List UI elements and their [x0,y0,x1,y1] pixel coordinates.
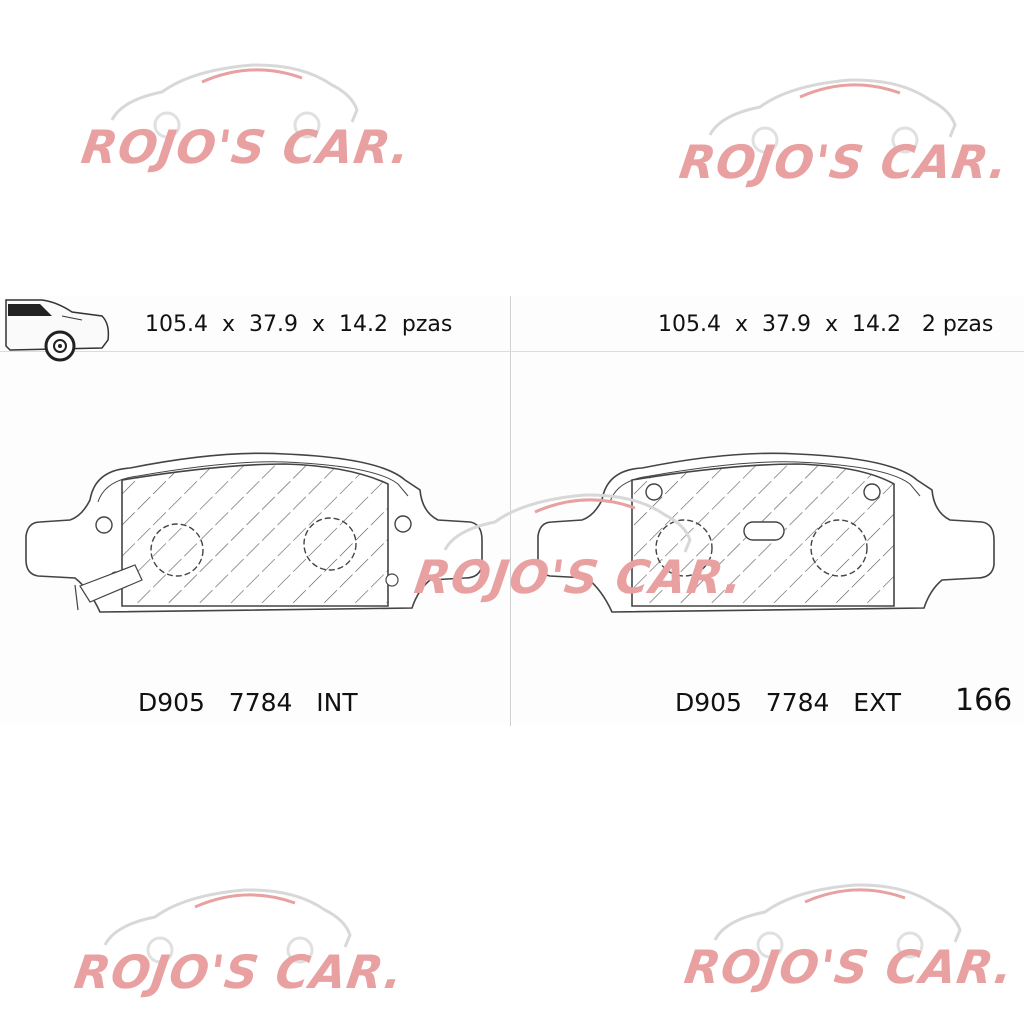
header-divider [0,351,1024,352]
watermark-logo: ROJO'S CAR. [411,480,747,620]
brake-pad-drawing-inner [25,452,483,613]
watermark-logo: ROJO'S CAR. [681,870,1017,1010]
brake-pad-drawing-outer [537,452,995,613]
watermark-text: ROJO'S CAR. [411,550,747,604]
car-silhouette-icon [713,883,962,959]
watermark-logo: ROJO'S CAR. [71,875,407,1015]
watermark-text: ROJO'S CAR. [71,945,407,999]
car-silhouette-icon [103,888,352,964]
car-silhouette-icon [110,63,359,139]
watermark-text: ROJO'S CAR. [676,135,1012,189]
car-silhouette-icon [443,493,692,553]
part-code-left: D905 7784 INT [138,688,358,717]
watermark-text: ROJO'S CAR. [681,940,1017,994]
page-number: 166 [955,683,1013,718]
pad-dimensions-left: 105.4 x 37.9 x 14.2 pzas [145,312,453,337]
car-silhouette-icon [708,78,957,154]
watermark-text: ROJO'S CAR. [78,120,414,174]
part-code-right: D905 7784 EXT [675,688,902,717]
watermark-logo: ROJO'S CAR. [78,50,414,190]
pad-dimensions-right: 105.4 x 37.9 x 14.2 2 pzas [658,312,994,337]
rear-car-icon [5,299,110,362]
panel-divider [510,296,511,726]
watermark-logo: ROJO'S CAR. [676,65,1012,205]
